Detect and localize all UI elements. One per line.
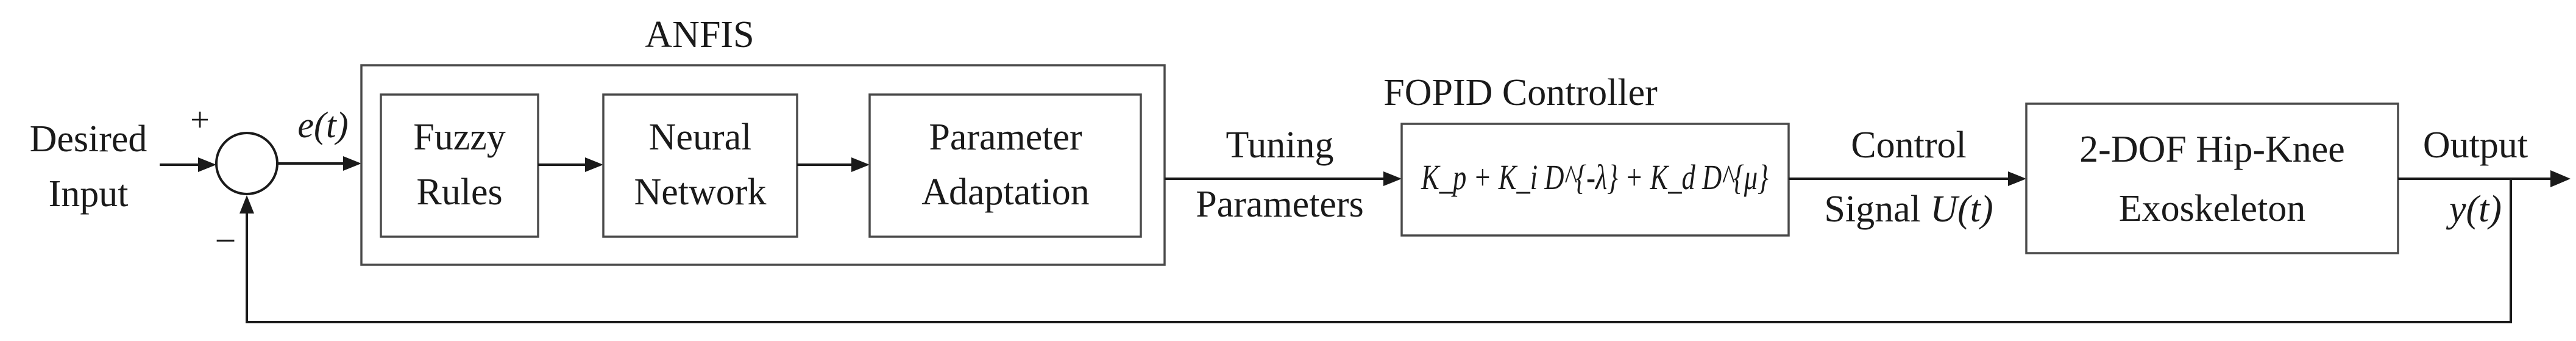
parameter-adaptation-line2: Adaptation [921,171,1090,213]
input-arrow-head [198,157,216,172]
neural-to-parameter-head [851,157,870,172]
fuzzy-rules-line1: Fuzzy [413,117,506,158]
anfis-title: ANFIS [645,14,754,56]
tuning-label-line2: Parameters [1196,184,1363,225]
fuzzy-rules-block [380,93,539,238]
output-label-line1: Output [2423,124,2528,166]
tuning-label-line1: Tuning [1226,124,1334,166]
neural-network-line1: Neural [649,117,752,158]
exoskeleton-line2: Exoskeleton [2119,188,2306,229]
fuzzy-rules-line2: Rules [416,171,502,213]
fopid-formula: K_p + K_i D^{-λ} + K_d D^{μ} [1421,157,1769,197]
control-label-line2: Signal U(t) [1824,188,1993,230]
summing-junction [215,132,279,195]
parameter-adaptation-block [868,93,1142,238]
output-arrow-head [2550,170,2571,187]
neural-network-block [602,93,798,238]
control-label-signal: Signal [1824,188,1930,230]
control-signal-arrow-head [2008,171,2026,186]
tuning-arrow-head [1383,171,1402,186]
feedback-arrow-head [240,195,254,214]
plus-sign: + [190,101,210,139]
neural-network-line2: Network [634,171,767,213]
fopid-title: FOPID Controller [1383,72,1658,113]
fuzzy-to-neural-head [585,157,603,172]
parameter-adaptation-line1: Parameter [929,117,1082,158]
error-arrow-head [343,156,361,171]
desired-input-label-line1: Desired [30,118,147,160]
control-label-u: U(t) [1930,188,1993,230]
control-label-line1: Control [1851,124,1966,166]
feedback-path [246,179,2512,323]
minus-sign: − [215,220,236,262]
exoskeleton-line1: 2-DOF Hip-Knee [2079,129,2345,170]
output-label-line2: y(t) [2446,188,2502,230]
exoskeleton-block [2025,102,2399,254]
fopid-controller-block [1400,123,1790,237]
error-label: e(t) [297,105,348,145]
desired-input-label-line2: Input [49,173,129,215]
